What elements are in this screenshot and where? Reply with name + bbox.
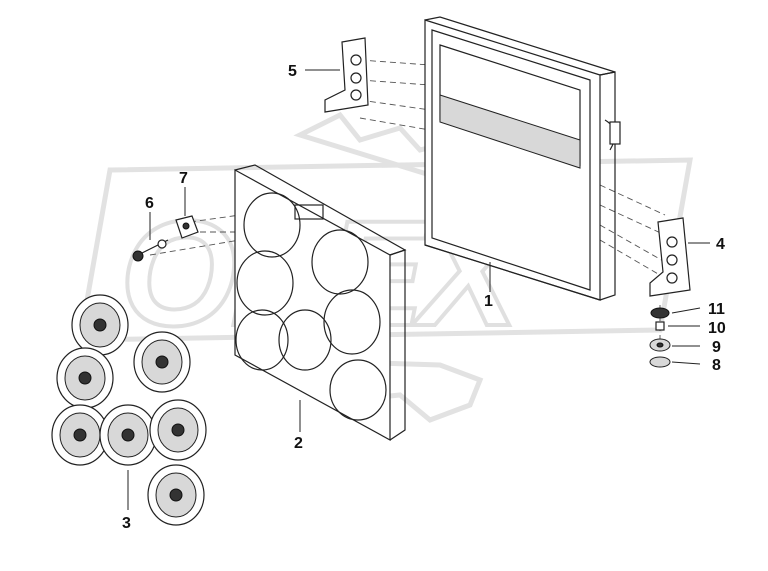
callout-3: 3	[122, 515, 131, 532]
left-mounting-bracket	[324, 37, 369, 113]
callout-1: 1	[484, 293, 493, 310]
radiator	[424, 16, 621, 301]
callout-9: 9	[712, 339, 721, 356]
fan	[147, 464, 205, 526]
callout-5: 5	[288, 63, 297, 80]
clip	[175, 215, 199, 239]
leader-lines	[127, 69, 710, 510]
rubber-pad	[649, 338, 671, 352]
fan	[51, 404, 109, 466]
washer	[649, 356, 671, 368]
callout-10: 10	[708, 320, 726, 337]
fan	[56, 347, 114, 409]
callout-6: 6	[145, 195, 154, 212]
rubber-pad-small	[650, 307, 670, 319]
fan-shroud	[234, 164, 407, 442]
fan	[133, 331, 191, 393]
fan	[149, 399, 207, 461]
right-mounting-bracket	[649, 217, 691, 297]
callout-11: 11	[708, 301, 725, 318]
fan	[71, 294, 129, 356]
sleeve	[655, 321, 665, 331]
callout-2: 2	[294, 435, 303, 452]
callout-4: 4	[716, 236, 725, 253]
callout-8: 8	[712, 357, 721, 374]
bolt	[132, 239, 169, 262]
callout-7: 7	[179, 170, 188, 187]
fan	[99, 404, 157, 466]
fans	[51, 294, 207, 526]
callout-labels: 1 2 3 4 5 6 7 8 9 10 11	[122, 63, 726, 532]
